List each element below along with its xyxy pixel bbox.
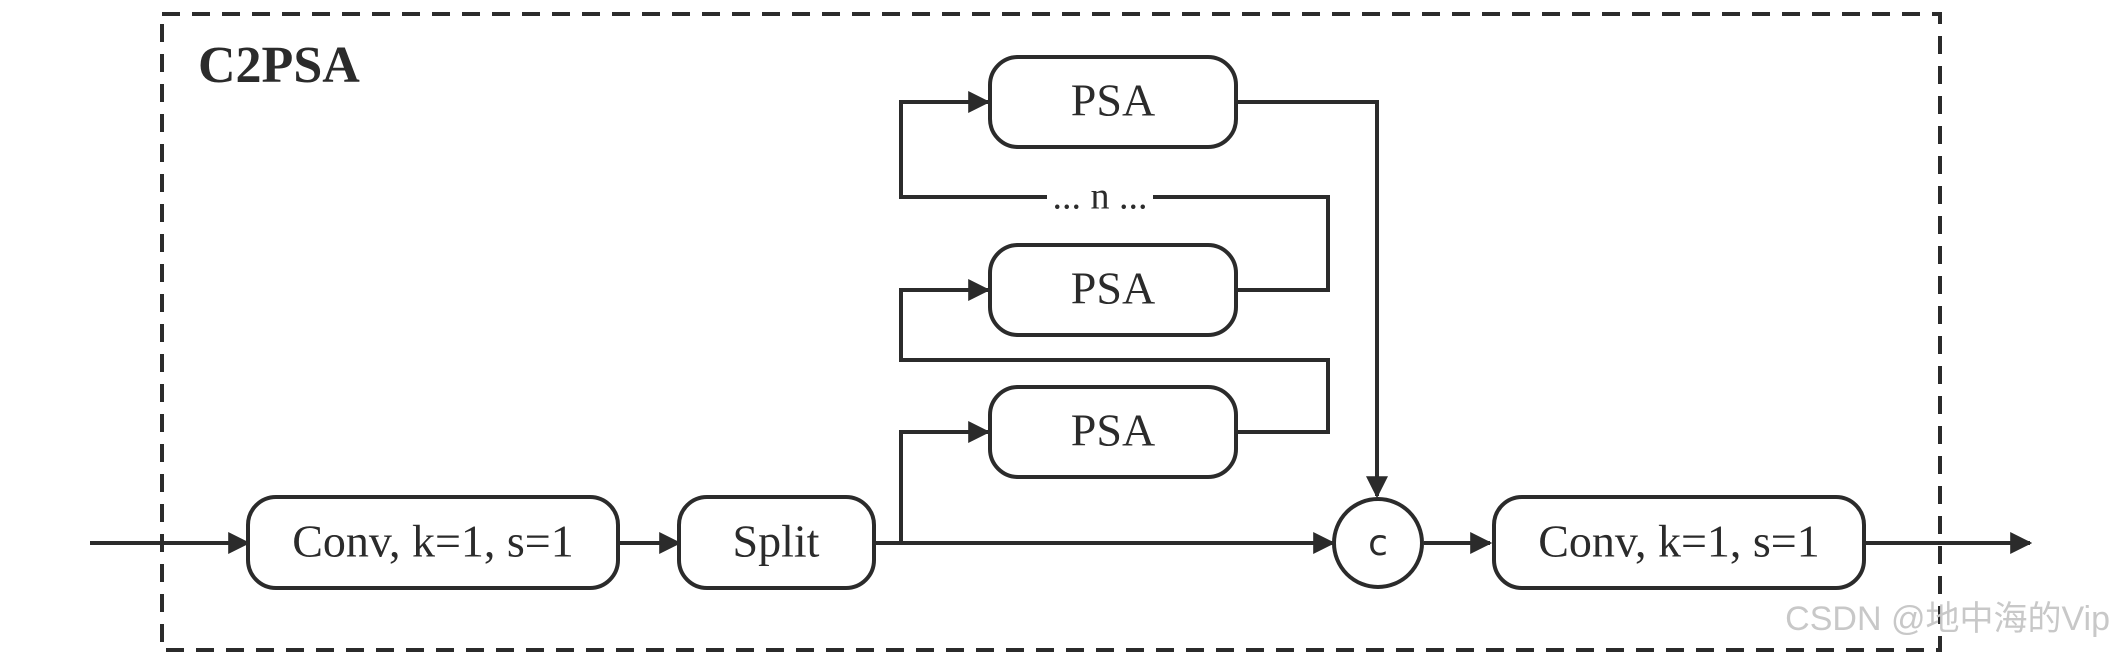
- psa-1-to-psa-2-arrow: [899, 279, 1330, 434]
- conv-out-label: Conv, k=1, s=1: [1538, 516, 1819, 567]
- psa-2-to-psa-n-arrow-a: [1153, 195, 1330, 292]
- psa-label-2: PSA: [1071, 263, 1155, 314]
- repeat-n-label: ... n ...: [1053, 176, 1148, 218]
- split-label: Split: [733, 516, 820, 567]
- conv-in-label: Conv, k=1, s=1: [292, 516, 573, 567]
- psa-n-to-concat-arrow: [1236, 100, 1388, 499]
- psa-block-n: [988, 55, 1238, 149]
- psa-2-to-psa-n-arrow-b: [899, 91, 1047, 199]
- psa-label-n: PSA: [1071, 75, 1155, 126]
- concat-node: [1332, 497, 1424, 589]
- psa-block-1: [988, 385, 1238, 479]
- concat-label: c: [1368, 523, 1388, 564]
- split-block: [677, 495, 876, 590]
- module-title: C2PSA: [198, 37, 360, 94]
- psa-label-1: PSA: [1071, 405, 1155, 456]
- psa-block-2: [988, 243, 1238, 337]
- module-boundary: [160, 12, 1942, 652]
- watermark: CSDN @地中海的Vip: [1785, 600, 2110, 638]
- split-to-psa-1-arrow: [899, 421, 991, 543]
- conv-out-block: [1492, 495, 1866, 590]
- conv-in-block: [246, 495, 620, 590]
